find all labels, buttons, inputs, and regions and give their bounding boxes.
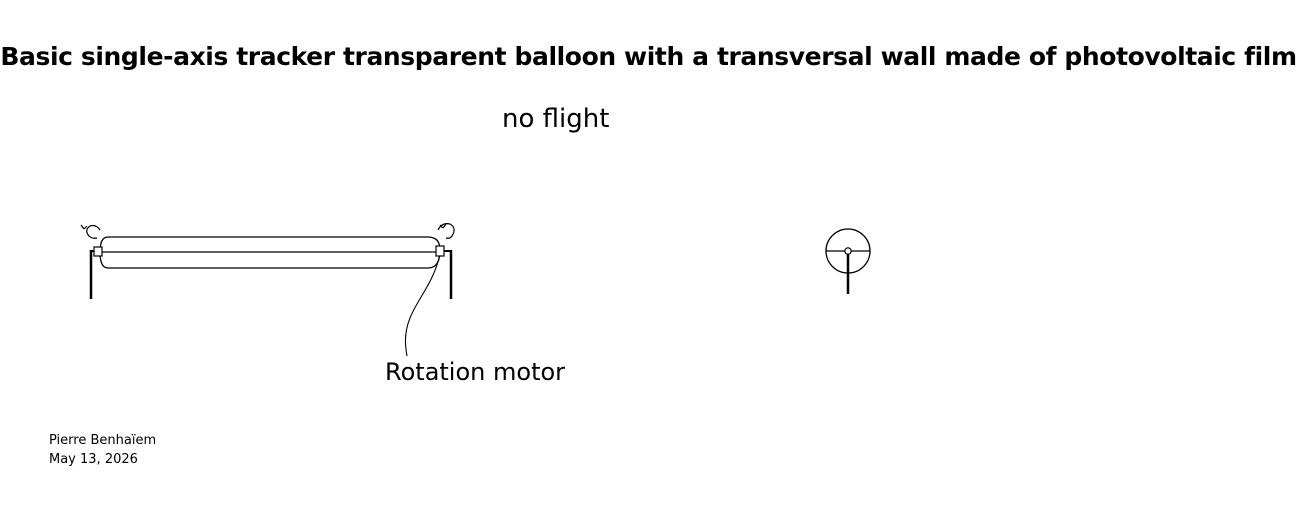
end-view [825,228,871,294]
left-axle-box [93,246,103,257]
axis-hub [844,247,852,255]
rotation-motor-box [435,245,445,257]
rotation-arrowhead-right-icon [439,223,447,229]
side-view [80,223,455,357]
balloon-body [99,236,441,269]
author-name: Pierre Benhaïem [49,433,157,448]
diagram-subtitle: no flight [502,104,610,134]
rotation-arrow-left-icon [86,224,101,239]
rotation-arrowhead-left-icon [80,224,88,230]
motor-leader-line [404,257,440,357]
rotation-motor-label: Rotation motor [385,358,566,386]
diagram-title: Basic single-axis tracker transparent ba… [0,42,1297,71]
creation-date: May 13, 2026 [49,452,138,467]
rotation-arrow-right-icon [437,223,455,239]
